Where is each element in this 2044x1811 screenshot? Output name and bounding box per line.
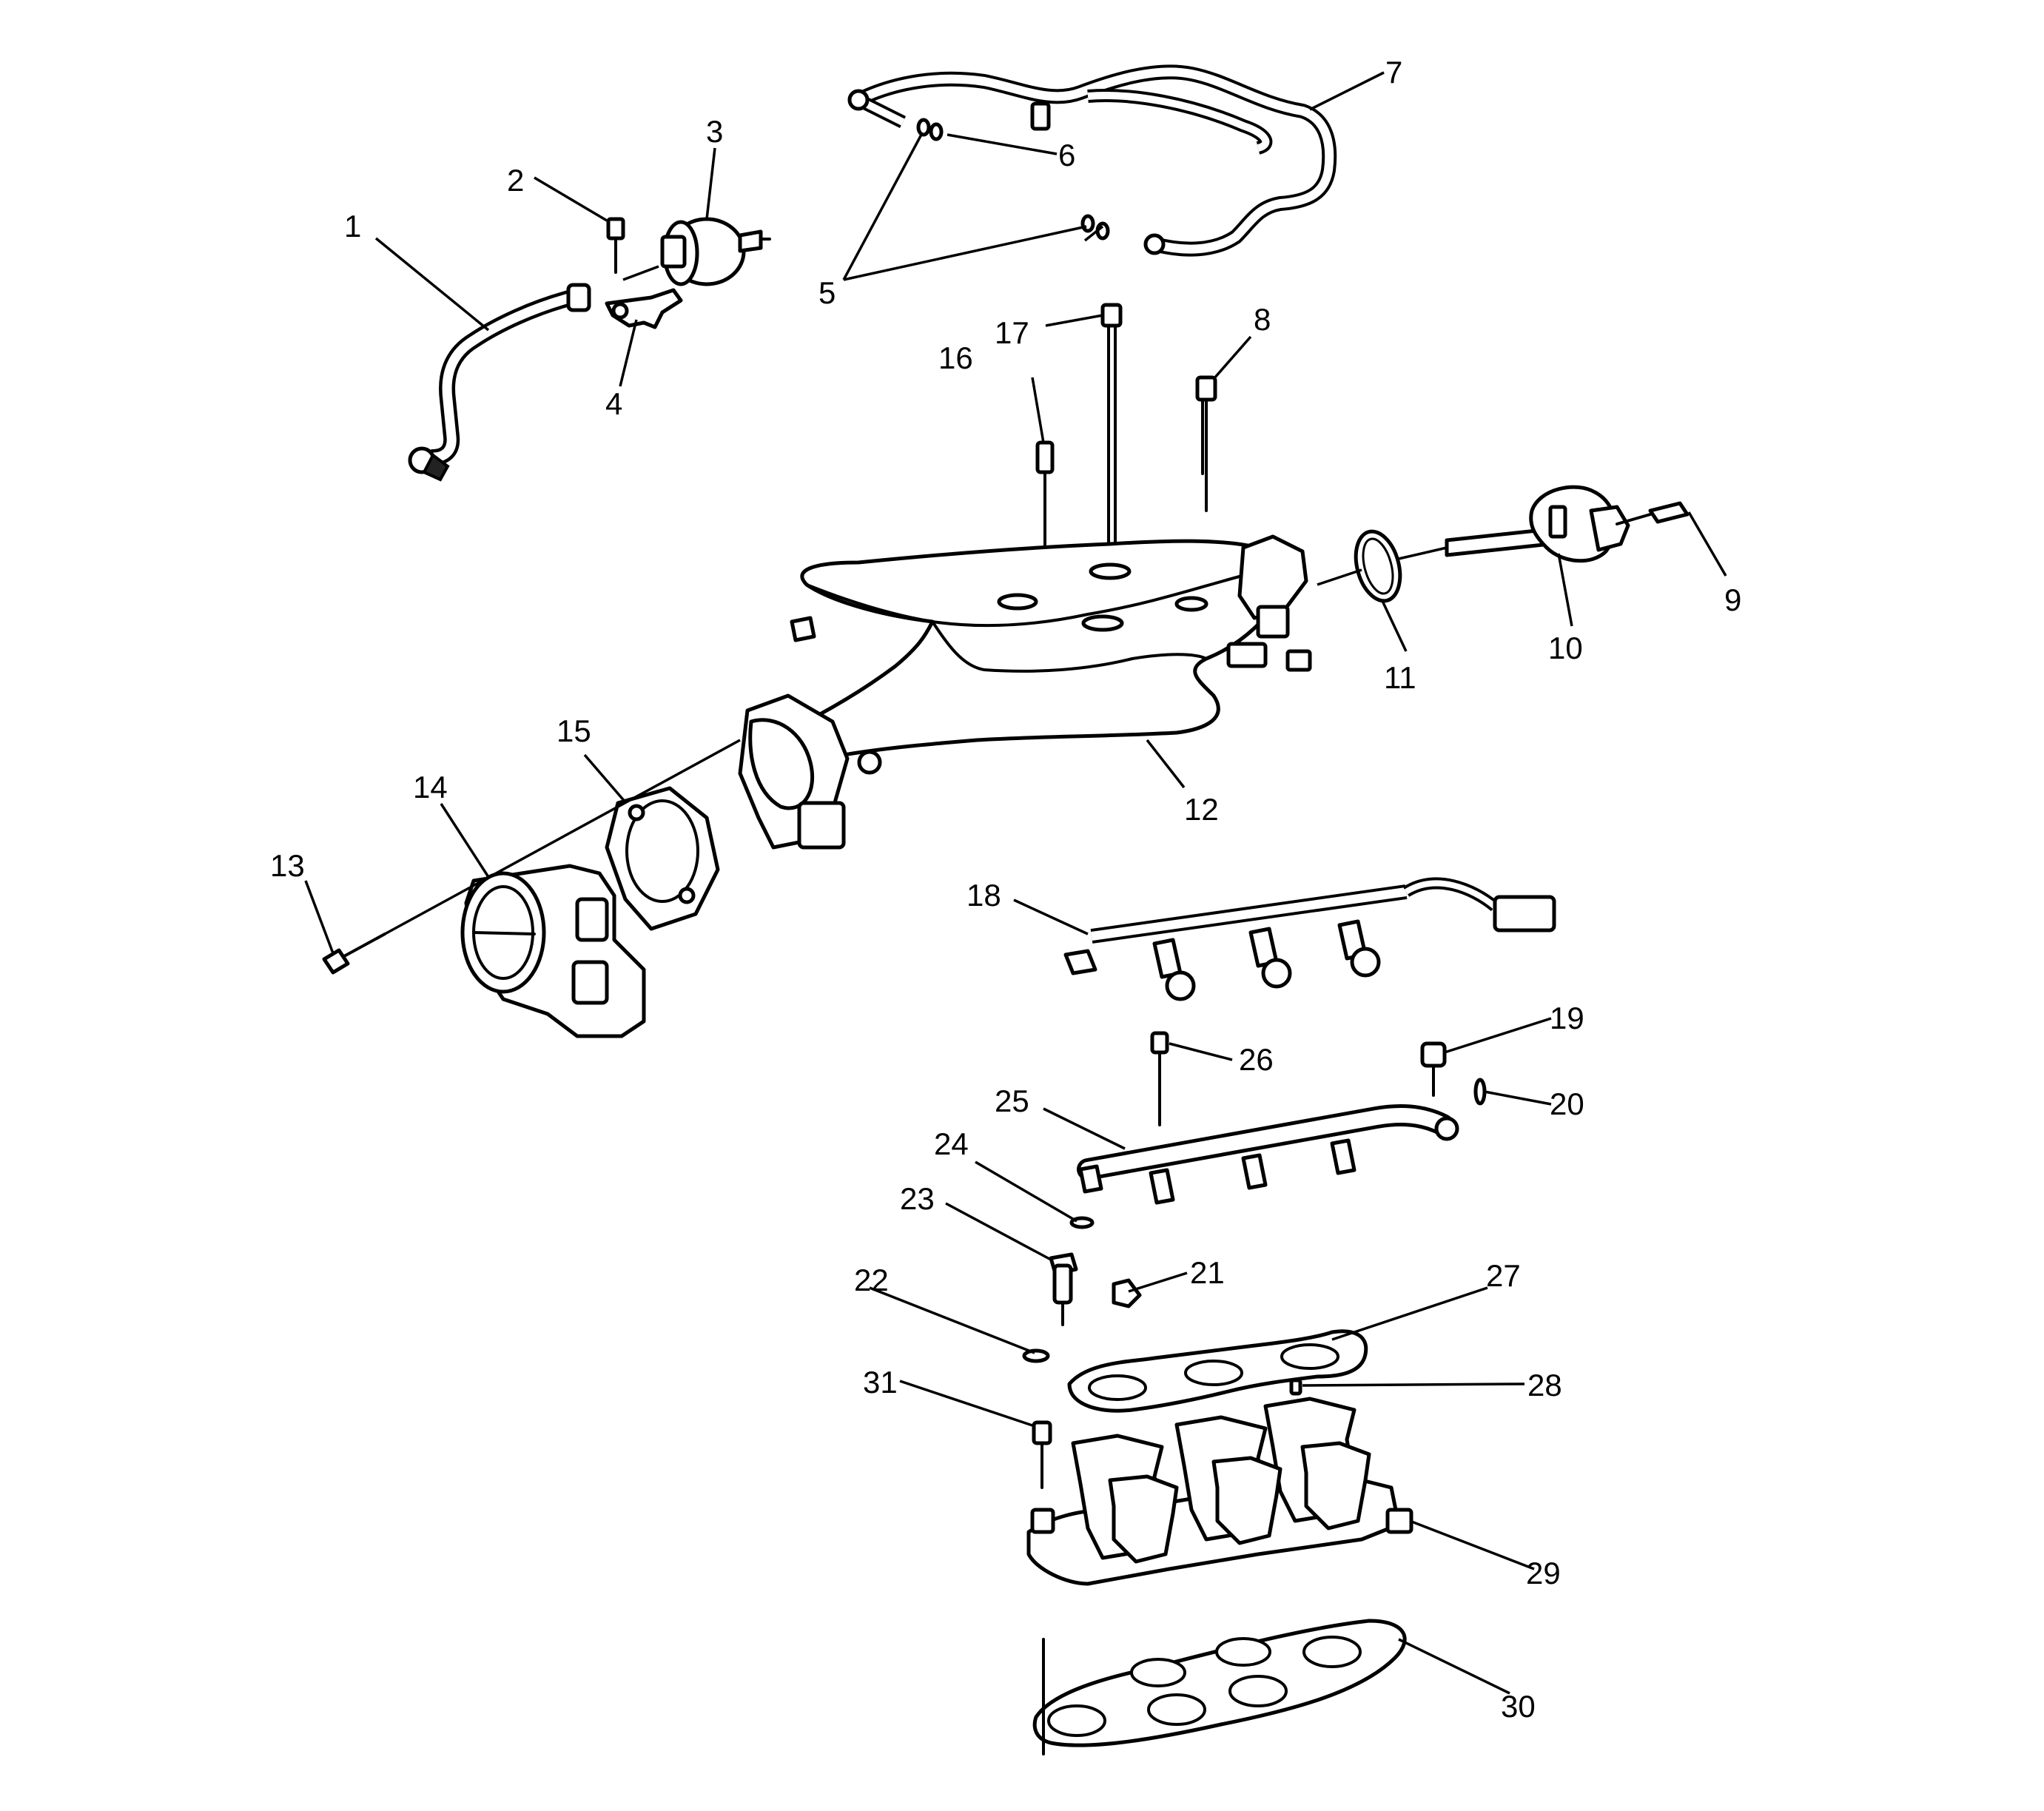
callout-23: 23 [900,1181,935,1216]
upper-manifold-gasket [1067,1329,1368,1413]
dowel-28 [1289,1378,1302,1396]
bracket-clip [605,288,683,329]
leader-lines [304,71,1727,1695]
callout-14: 14 [413,770,448,804]
callout-28: 28 [1527,1368,1562,1402]
bolt-2 [606,217,625,274]
callout-8: 8 [1254,302,1271,337]
pcv-valve [660,217,771,286]
callout-7: 7 [1385,55,1402,90]
stud-16 [1035,440,1055,549]
callout-labels: 1 2 3 4 5 6 7 8 9 10 11 12 13 14 15 16 1… [270,55,1741,1724]
callout-10: 10 [1548,631,1583,665]
runner-actuator [1445,485,1630,563]
injector-wiring-harness [1063,877,1556,1001]
fuel-injector [1022,1216,1142,1363]
lower-intake-manifold [1026,1397,1413,1586]
callout-24: 24 [934,1126,969,1161]
callout-25: 25 [995,1083,1029,1118]
callout-15: 15 [557,713,591,748]
callout-16: 16 [938,340,973,375]
pcv-hose [408,283,591,482]
bolt-31 [1032,1420,1052,1489]
callout-18: 18 [966,878,1001,913]
callout-29: 29 [1526,1556,1561,1590]
hose-o-rings [916,118,1110,241]
callout-17: 17 [995,315,1029,350]
callout-9: 9 [1724,582,1741,617]
callout-21: 21 [1190,1255,1225,1290]
callout-26: 26 [1239,1042,1274,1077]
callout-20: 20 [1550,1086,1584,1121]
callout-2: 2 [507,163,524,198]
bolt-13 [322,933,386,975]
callout-1: 1 [344,209,361,243]
callout-22: 22 [854,1263,889,1297]
throttle-body [460,864,646,1038]
callout-6: 6 [1058,138,1075,172]
callout-11: 11 [1384,660,1416,695]
callout-31: 31 [863,1365,898,1400]
callout-3: 3 [706,114,723,149]
callout-19: 19 [1550,1001,1584,1035]
lower-manifold-gasket [1032,1619,1407,1755]
fuel-rail [1077,1104,1459,1205]
bolt-17 [1100,303,1123,586]
assembly-axis-lines [384,265,1448,935]
callout-5: 5 [818,275,836,310]
upper-intake-manifold [738,534,1312,850]
callout-4: 4 [605,386,622,421]
callout-30: 30 [1501,1689,1536,1724]
bolt-8 [1195,375,1217,512]
bolt-9 [1616,501,1690,525]
seal-20 [1473,1078,1487,1106]
throttle-body-gasket [605,786,720,931]
callout-27: 27 [1486,1258,1521,1293]
fitting-19 [1420,1041,1447,1097]
vacuum-hose-assembly [847,64,1337,257]
seal-ring [1354,529,1402,603]
bolt-26 [1150,1031,1169,1126]
callout-12: 12 [1184,792,1219,827]
callout-13: 13 [270,848,305,883]
